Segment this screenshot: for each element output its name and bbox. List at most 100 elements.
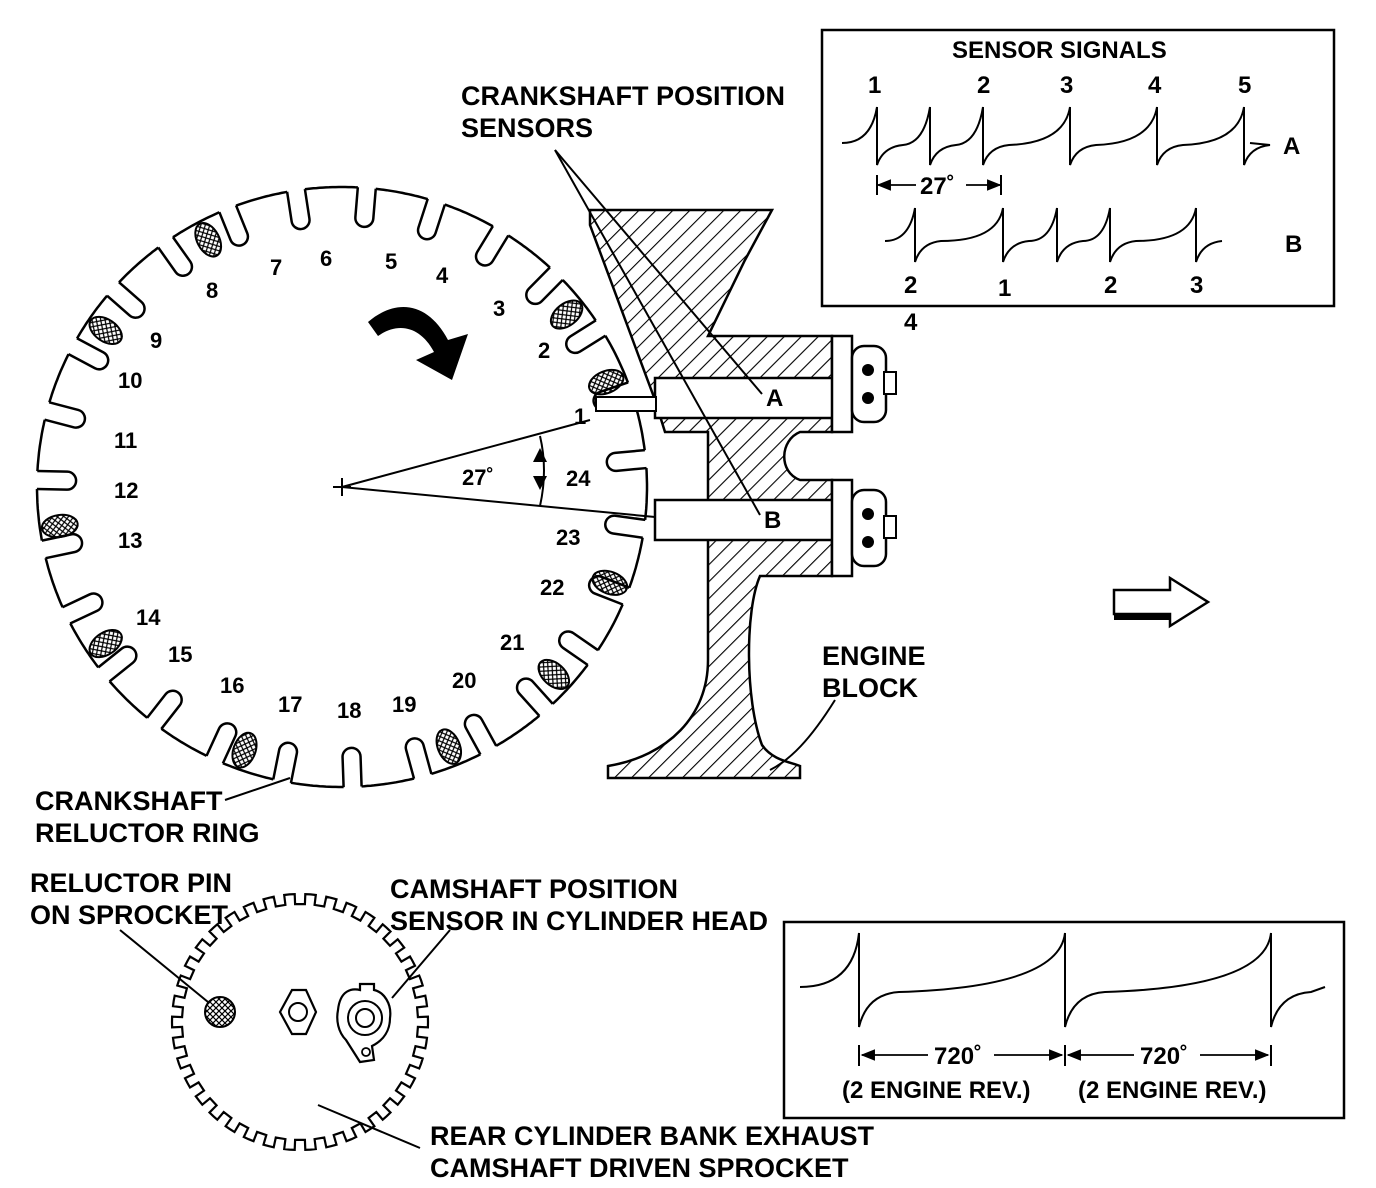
reluctor-slot <box>404 737 433 781</box>
ring-number: 1 <box>574 404 586 429</box>
reluctor-pin <box>231 731 258 769</box>
ring-number: 5 <box>385 249 397 274</box>
leader-line <box>119 929 209 1003</box>
sensor-a-pin <box>862 392 874 404</box>
ring-number: 21 <box>500 630 524 655</box>
signal-b-number: 3 <box>1190 272 1203 299</box>
spacing-label: 27˚ <box>920 173 955 200</box>
sensor-b-body <box>653 498 835 542</box>
sensor-b-connector <box>850 488 888 568</box>
interval-label-bg <box>928 1040 994 1068</box>
ring-number: 6 <box>320 246 332 271</box>
reluctor-pin <box>435 728 463 765</box>
interval-degrees: 720˚ <box>1140 1043 1188 1070</box>
interval-degrees: 720˚ <box>934 1043 982 1070</box>
sensor-a-latch <box>883 371 897 395</box>
reluctor-pin <box>588 368 625 396</box>
cam-signal-waveform <box>799 932 1326 1028</box>
reluctor-slot <box>218 203 250 247</box>
reluctor-ring-slots <box>34 185 649 790</box>
reluctor-slot <box>39 532 84 560</box>
ring-number: 10 <box>118 368 142 393</box>
signal-b-waveform <box>884 207 1223 263</box>
curved-arrow-icon <box>368 307 468 380</box>
crank-sensors-label: CRANKSHAFT POSITION <box>461 81 785 111</box>
cam-sensor-mount-hole <box>361 1047 371 1057</box>
sensor-b-pin <box>862 536 874 548</box>
sensor-signals-box <box>820 28 1336 308</box>
cam-sprocket-label: REAR CYLINDER BANK EXHAUST <box>430 1121 875 1151</box>
cam-sensor-label: CAMSHAFT POSITION <box>390 874 678 904</box>
interval-note: (2 ENGINE REV.) <box>1078 1077 1267 1104</box>
ring-number: 23 <box>556 525 580 550</box>
reluctor-pin <box>537 658 571 690</box>
cam-sensor-label: SENSOR IN CYLINDER HEAD <box>390 906 768 936</box>
reluctor-pin <box>194 222 223 258</box>
sensor-a-pin <box>862 364 874 376</box>
sensor-b-label: B <box>764 507 781 534</box>
leader-line <box>391 929 451 999</box>
reluctor-pin-label: ON SPROCKET <box>30 900 229 930</box>
reluctor-slot <box>604 514 648 539</box>
angle-line-sensor-b <box>341 486 656 518</box>
ring-number: 19 <box>392 692 416 717</box>
reluctor-slot <box>463 713 498 757</box>
reluctor-slot <box>157 235 194 277</box>
ring-number: 13 <box>118 528 142 553</box>
signal-a-number: 4 <box>1148 72 1162 99</box>
engine-block <box>588 208 834 780</box>
reluctor-slot <box>515 677 555 718</box>
reluctor-slot <box>416 197 447 241</box>
reluctor-slot <box>565 319 608 355</box>
ring-number: 2 <box>538 338 550 363</box>
interval-label-bg <box>1134 1040 1200 1068</box>
sensor-a-body <box>653 376 835 420</box>
leader-line <box>554 149 761 516</box>
ring-number: 3 <box>493 296 505 321</box>
angle-arc-arrow-up <box>533 448 547 462</box>
reluctor-slot <box>145 689 183 731</box>
reluctor-pin <box>549 299 584 330</box>
signal-b-number: 2 <box>904 272 917 299</box>
signal-b-number: 2 <box>1104 272 1117 299</box>
ring-number: 8 <box>206 278 218 303</box>
spacing-label-bg <box>916 172 966 198</box>
cam-sprocket-label: CAMSHAFT DRIVEN SPROCKET <box>430 1153 849 1183</box>
reluctor-slot <box>285 187 311 231</box>
sprocket-bolt-hole <box>288 1002 308 1022</box>
reluctor-slot <box>525 265 565 306</box>
ring-number: 16 <box>220 673 244 698</box>
cam-signal-panel: 720˚ 720˚ (2 ENGINE REV.) (2 ENGINE REV.… <box>782 920 1346 1120</box>
angle-label: 27˚ <box>462 465 494 490</box>
sensor-a-tip <box>595 396 657 412</box>
ring-number: 18 <box>337 698 361 723</box>
leader-line <box>769 699 836 771</box>
reluctor-slot <box>354 185 378 229</box>
reluctor-pin <box>204 996 236 1028</box>
reluctor-slot <box>42 401 87 429</box>
sensor-signals-title: SENSOR SIGNALS <box>952 37 1167 64</box>
engine-block-label: BLOCK <box>822 673 918 703</box>
engine-block-label: ENGINE <box>822 641 926 671</box>
ring-number: 7 <box>270 255 282 280</box>
reluctor-slot <box>272 741 299 785</box>
reluctor-pin <box>591 569 629 596</box>
angle-arc-arrow-down <box>533 476 547 490</box>
sensor-a-connector <box>850 344 888 424</box>
ring-number: 22 <box>540 575 564 600</box>
crank-sensors-label: SENSORS <box>461 113 593 143</box>
reluctor-ring-pins <box>40 222 629 769</box>
ring-number: 17 <box>278 692 302 717</box>
reluctor-slot <box>474 224 510 267</box>
reluctor-slot <box>96 645 138 683</box>
sensor-a-flange <box>830 334 854 434</box>
sensor-a-label: A <box>766 385 783 412</box>
signal-a-number: 3 <box>1060 72 1073 99</box>
signal-a-label: A <box>1283 133 1300 160</box>
reluctor-slot <box>34 469 78 491</box>
interval-note: (2 ENGINE REV.) <box>842 1077 1031 1104</box>
reluctor-slot <box>66 337 110 371</box>
